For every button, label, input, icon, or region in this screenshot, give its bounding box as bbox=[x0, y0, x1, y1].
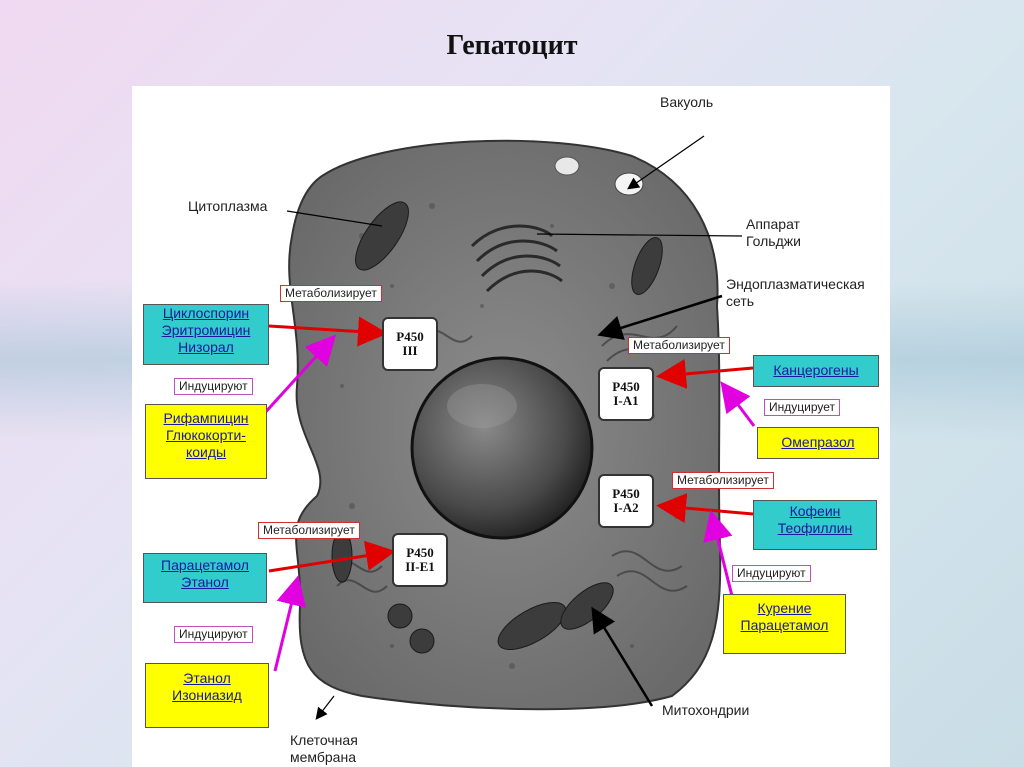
inducer-box-smoking: Курение Парацетамол bbox=[723, 594, 846, 654]
tag-induces: Индуцируют bbox=[732, 565, 811, 582]
inducer-box-ethanol: Этанол Изониазид bbox=[145, 663, 269, 728]
substrate-text: Канцерогены bbox=[773, 362, 859, 378]
label-membrane-line2: мембрана bbox=[290, 749, 356, 765]
label-membrane-line1: Клеточная bbox=[290, 732, 358, 748]
inducer-text: Парацетамол bbox=[740, 617, 829, 633]
substrate-box-caffeine: Кофеин Теофиллин bbox=[753, 500, 877, 550]
enzyme-name: Р450 bbox=[612, 379, 640, 394]
inducer-text: Омепразол bbox=[781, 434, 855, 450]
label-golgi: Аппарат Гольджи bbox=[746, 216, 801, 250]
inducer-box-omeprazole: Омепразол bbox=[757, 427, 879, 459]
enzyme-variant: I-A2 bbox=[613, 500, 639, 515]
enzyme-name: Р450 bbox=[612, 486, 640, 501]
label-er-line2: сеть bbox=[726, 293, 755, 309]
golgi-apparatus bbox=[470, 224, 563, 293]
inducer-text: коиды bbox=[185, 444, 227, 460]
enzyme-name: Р450 bbox=[406, 545, 434, 560]
label-golgi-line1: Аппарат bbox=[746, 216, 800, 232]
inducer-text: Этанол bbox=[183, 670, 231, 686]
label-er: Эндоплазматическая сеть bbox=[726, 276, 865, 310]
diagram-panel: Вакуоль Цитоплазма Аппарат Гольджи Эндоп… bbox=[132, 86, 890, 767]
tag-induces: Индуцирует bbox=[764, 399, 841, 416]
tag-metabolizes: Метаболизирует bbox=[280, 285, 382, 302]
tag-metabolizes: Метаболизирует bbox=[628, 337, 730, 354]
label-membrane: Клеточная мембрана bbox=[290, 732, 358, 766]
enzyme-p450-i-a2: Р450 I-A2 bbox=[598, 474, 654, 528]
inducer-box-rifampicin: Рифампицин Глюкокорти- коиды bbox=[145, 404, 267, 479]
label-golgi-line2: Гольджи bbox=[746, 233, 801, 249]
enzyme-variant: III bbox=[402, 343, 418, 358]
slide-title: Гепатоцит bbox=[446, 30, 578, 61]
label-er-line1: Эндоплазматическая bbox=[726, 276, 865, 292]
substrate-box-cyclosporin: Циклоспорин Эритромицин Низорал bbox=[143, 304, 269, 365]
inducer-text: Изониазид bbox=[172, 687, 242, 703]
inducer-text: Курение bbox=[757, 600, 812, 616]
inducer-text: Рифампицин bbox=[163, 410, 249, 426]
mitochondria bbox=[331, 201, 663, 654]
vacuole bbox=[614, 172, 644, 196]
substrate-text: Циклоспорин bbox=[162, 305, 250, 321]
label-vacuole: Вакуоль bbox=[660, 94, 714, 110]
enzyme-p450-i-a1: Р450 I-A1 bbox=[598, 367, 654, 421]
tag-metabolizes: Метаболизирует bbox=[258, 522, 360, 539]
substrate-box-paracetamol: Парацетамол Этанол bbox=[143, 553, 267, 603]
tag-induces: Индуцируют bbox=[174, 626, 253, 643]
substrate-text: Этанол bbox=[181, 574, 229, 590]
substrate-text: Теофиллин bbox=[777, 520, 853, 536]
tag-induces: Индуцируют bbox=[174, 378, 253, 395]
substrate-text: Кофеин bbox=[789, 503, 841, 519]
inducer-text: Глюкокорти- bbox=[166, 427, 246, 443]
enzyme-p450-ii-e1: Р450 II-E1 bbox=[392, 533, 448, 587]
enzyme-name: Р450 bbox=[396, 329, 424, 344]
tag-metabolizes: Метаболизирует bbox=[672, 472, 774, 489]
enzyme-p450-iii: Р450 III bbox=[382, 317, 438, 371]
substrate-text: Низорал bbox=[178, 339, 234, 355]
label-mitochondria: Митохондрии bbox=[662, 702, 750, 718]
enzyme-variant: II-E1 bbox=[405, 559, 435, 574]
substrate-text: Эритромицин bbox=[161, 322, 251, 338]
substrate-text: Парацетамол bbox=[161, 557, 249, 573]
enzyme-variant: I-A1 bbox=[613, 393, 639, 408]
label-cytoplasm: Цитоплазма bbox=[188, 198, 268, 214]
substrate-box-carcinogens: Канцерогены bbox=[753, 355, 879, 387]
nucleus bbox=[410, 356, 594, 540]
